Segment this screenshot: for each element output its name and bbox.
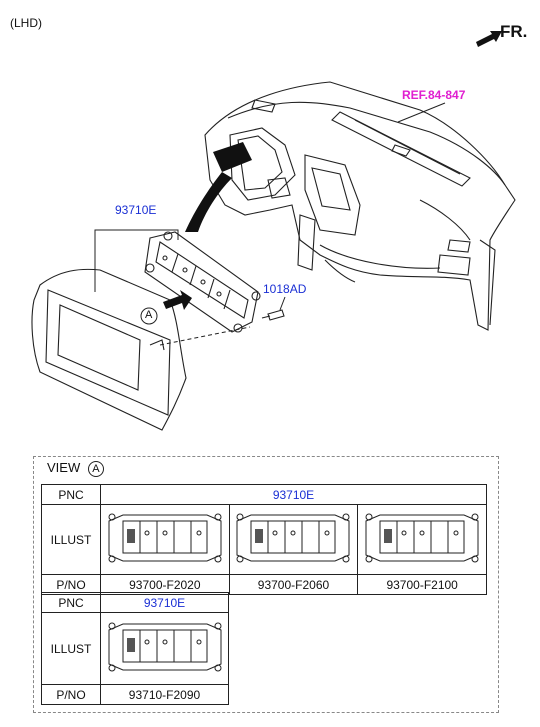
part-callout-93710e: 93710E [115, 203, 157, 217]
row-label-pnc: PNC [41, 484, 101, 505]
front-label: FR. [500, 22, 528, 41]
part-number: 93700-F2020 [100, 574, 230, 595]
view-title: VIEW A [47, 460, 104, 477]
view-title-text: VIEW [47, 460, 81, 475]
illust-cell [228, 504, 359, 575]
illust-cell [357, 504, 487, 575]
parts-table-2: PNC 93710E ILLUST P/NO 93710-F2090 [41, 592, 229, 705]
switch-assembly [144, 231, 259, 333]
switch-illustration [236, 513, 350, 563]
part-number: 93700-F2060 [228, 574, 359, 595]
view-title-marker: A [87, 461, 104, 477]
lhd-label: (LHD) [10, 16, 42, 30]
parts-table-1: PNC 93710E ILLUST P/NO 93700-F2020 93700… [41, 484, 487, 595]
row-label-pno: P/NO [41, 684, 101, 705]
pnc-value: 93710E [100, 484, 487, 505]
dashboard-panel [204, 81, 516, 331]
highlight-switch-location [213, 142, 252, 172]
part-number: 93700-F2100 [357, 574, 487, 595]
exploded-diagram [31, 81, 516, 431]
row-label-illust: ILLUST [41, 612, 101, 685]
view-marker-letter: A [145, 309, 153, 321]
ref-callout: REF.84-847 [402, 88, 466, 102]
row-label-pnc: PNC [41, 592, 101, 613]
row-label-pno: P/NO [41, 574, 101, 595]
view-a-arrow-icon [163, 290, 192, 310]
crash-pad-garnish [31, 268, 187, 431]
illust-cell [100, 504, 230, 575]
part-number: 93710-F2090 [100, 684, 229, 705]
switch-illustration [365, 513, 479, 563]
row-label-illust: ILLUST [41, 504, 101, 575]
front-arrow-icon [476, 31, 502, 47]
illust-cell [100, 612, 229, 685]
switch-illustration [108, 513, 222, 563]
front-direction: FR. [474, 22, 534, 50]
view-a-circle [140, 307, 158, 325]
screw-part [261, 309, 285, 321]
switch-illustration [108, 622, 221, 672]
pnc-value: 93710E [100, 592, 229, 613]
view-a-section [33, 456, 499, 713]
part-callout-1018ad: 1018AD [263, 282, 307, 296]
